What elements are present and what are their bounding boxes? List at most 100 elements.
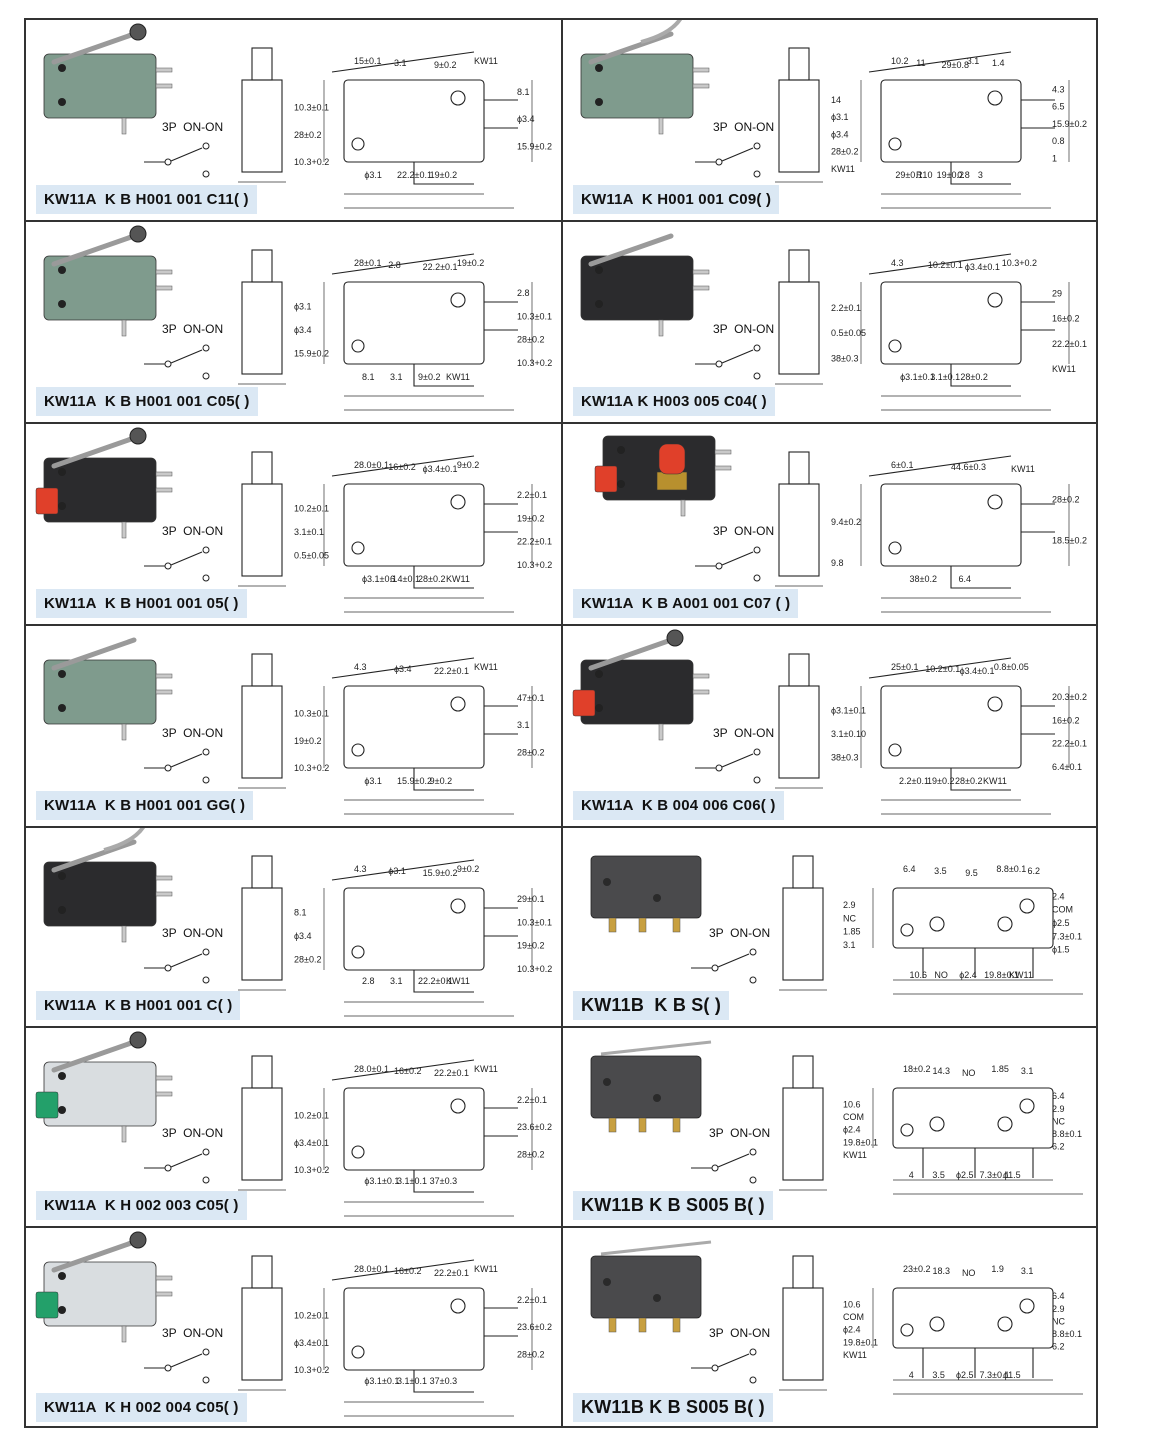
dimension-label: 19.8±0.1 xyxy=(984,970,1019,980)
dimension-label: 9±0.2 xyxy=(430,776,452,786)
product-photo xyxy=(572,629,710,741)
dimension-label: 10.3+0.2 xyxy=(294,157,329,167)
dimension-label: ϕ3.4 xyxy=(831,129,849,139)
circuit-symbol xyxy=(691,1148,757,1184)
dimension-label: ϕ3.1±0.1 xyxy=(362,574,397,584)
dimension-label: 0.5±0.05 xyxy=(831,328,866,338)
dimension-label: 18.3 xyxy=(932,1266,950,1276)
side-view-drawing xyxy=(238,1255,286,1391)
product-photo xyxy=(590,1240,712,1333)
switch-drawing: 4.329ϕ3.1±0.12.2±0.110.2±0.116±0.23.1±0.… xyxy=(580,233,1087,411)
product-photo xyxy=(43,23,173,135)
dimension-label: ϕ3.4 xyxy=(394,664,412,674)
dimension-label: ϕ3.4 xyxy=(294,931,312,941)
side-view-drawing xyxy=(238,1055,286,1191)
side-view-drawing xyxy=(779,1055,827,1191)
dimension-label: 9.4±0.2 xyxy=(831,517,861,527)
switch-type-label: 3P ON-ON xyxy=(162,524,224,538)
dimension-label: 3.1±0.1 xyxy=(930,372,960,382)
dimension-label: 8.1 xyxy=(294,908,307,918)
dimension-label: ϕ3.1±0.1 xyxy=(364,1376,399,1386)
dimension-label: ϕ3.4±0.1 xyxy=(960,666,995,676)
dimension-label: 18±0.2 xyxy=(903,1064,930,1074)
dimension-label: 28±0.2 xyxy=(294,130,321,140)
dimension-label: 4.3 xyxy=(1052,84,1065,94)
product-photo xyxy=(580,20,710,135)
switch-type-label: 3P ON-ON xyxy=(162,726,224,740)
dimension-label: 9±0.2 xyxy=(434,60,456,70)
dimension-label: 10.3+0.2 xyxy=(517,964,552,974)
dimension-label: 14 xyxy=(831,95,841,105)
switch-drawing: 25±0.120.3±0.22.2±0.1ϕ3.1±0.110.2±0.116±… xyxy=(572,629,1087,815)
dimension-label: 2.2±0.1 xyxy=(517,1295,547,1305)
dimension-label: ϕ2.5 xyxy=(956,1170,974,1180)
model-number-label: KW11B K B S005 B( ) xyxy=(573,1191,773,1220)
dimension-label: 19±0.2 xyxy=(517,513,544,523)
side-view-drawing xyxy=(775,451,823,587)
dimension-label: 10.3±0.1 xyxy=(517,917,552,927)
dimension-label: ϕ2.5 xyxy=(956,1370,974,1380)
dimension-label: 19±0.2 xyxy=(294,736,321,746)
dimension-label: 2.4 xyxy=(1052,891,1065,901)
dimension-label: 47±0.1 xyxy=(517,693,544,703)
dimension-label: 10.3+0.2 xyxy=(517,358,552,368)
dimension-label: 28±0.2 xyxy=(418,574,445,584)
dimension-label: 0.5±0.05 xyxy=(294,550,329,560)
dimension-label: 22.2±0.1 xyxy=(517,537,552,547)
dimension-label: COM xyxy=(843,1112,864,1122)
side-view-drawing xyxy=(775,249,823,385)
dimension-label: 10.3+0.2 xyxy=(294,763,329,773)
dimension-label: 9.8 xyxy=(831,558,844,568)
dimension-label: 23±0.2 xyxy=(903,1264,930,1274)
dimension-label: 6±0.1 xyxy=(891,460,913,470)
dimension-label: ϕ3.1 xyxy=(364,776,382,786)
dimension-label: 9±0.2 xyxy=(418,372,440,382)
front-view-drawing: 4.329ϕ3.1±0.12.2±0.110.2±0.116±0.23.1±0.… xyxy=(831,253,1087,411)
brand-mark: KW11 xyxy=(1009,970,1033,980)
switch-drawing: 6±0.128±0.238±0.29.4±0.244.6±0.318.5±0.2… xyxy=(594,435,1087,613)
model-number-label: KW11A K B A001 001 C07 ( ) xyxy=(573,589,799,618)
brand-mark: KW11 xyxy=(446,574,470,584)
dimension-label: 29±0.1 xyxy=(895,170,922,180)
switch-type-label: 3P ON-ON xyxy=(713,726,775,740)
dimension-label: ϕ3.1±0.1 xyxy=(900,372,935,382)
dimension-label: ϕ2.4 xyxy=(959,970,977,980)
dimension-label: 15.9±0.2 xyxy=(423,868,458,878)
dimension-label: 23.6±0.2 xyxy=(517,1122,552,1132)
dimension-label: 9.5 xyxy=(965,868,978,878)
switch-type-label: 3P ON-ON xyxy=(162,120,224,134)
front-view-drawing: 18±0.26.4410.614.32.93.5COMNONCϕ2.5ϕ2.41… xyxy=(843,1064,1083,1195)
switch-type-label: 3P ON-ON xyxy=(709,926,771,940)
dimension-label: 19±0.2 xyxy=(927,776,954,786)
dimension-label: 10.2±0.1 xyxy=(294,1111,329,1121)
model-number-label: KW11A K B H001 001 GG( ) xyxy=(36,791,254,820)
product-photo xyxy=(35,1031,173,1143)
model-number-label: KW11A K B H001 001 C11( ) xyxy=(36,185,257,214)
dimension-label: 10.3±0.1 xyxy=(294,709,329,719)
dimension-label: 10.3±0.1 xyxy=(517,311,552,321)
model-number-label: KW11A K H 002 004 C05( ) xyxy=(36,1393,247,1422)
dimension-label: 8.8±0.1 xyxy=(1052,1129,1082,1139)
dimension-label: 3.1±0.10 xyxy=(831,729,866,739)
dimension-label: 6.4 xyxy=(1052,1291,1065,1301)
switch-type-label: 3P ON-ON xyxy=(709,1326,771,1340)
dimension-label: 28±0.2 xyxy=(517,335,544,345)
dimension-label: 10.3+0.2 xyxy=(1002,258,1037,268)
dimension-label: 22.2±0.1 xyxy=(434,1268,469,1278)
dimension-label: 2.2±0.1 xyxy=(831,303,861,313)
brand-mark: KW11 xyxy=(474,1264,498,1274)
side-view-drawing xyxy=(238,653,286,789)
dimension-label: 3 xyxy=(978,170,983,180)
dimension-label: NC xyxy=(1052,1316,1065,1326)
dimension-label: 28±0.2 xyxy=(955,776,982,786)
dimension-label: 10.6 xyxy=(843,1099,861,1109)
dimension-label: 10.3+0.2 xyxy=(294,1165,329,1175)
circuit-symbol xyxy=(695,748,761,784)
product-photo xyxy=(43,225,173,337)
dimension-label: 11 xyxy=(916,58,925,68)
dimension-label: 28±0.2 xyxy=(831,147,858,157)
